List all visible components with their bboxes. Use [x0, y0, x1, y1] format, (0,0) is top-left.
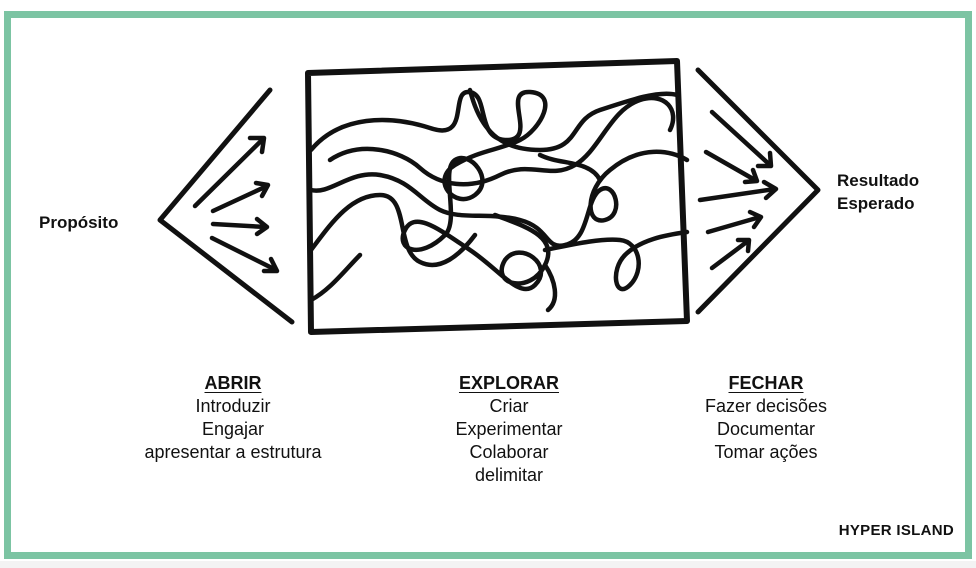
- bottom-strip: [0, 561, 976, 568]
- phase-close-item: Documentar: [716, 419, 816, 439]
- phase-explore-item: delimitar: [474, 465, 544, 485]
- diagram-frame: [4, 11, 972, 559]
- explore-scribble: [308, 87, 690, 313]
- phase-explore-title: EXPLORAR: [458, 373, 559, 393]
- phase-explore-item: Colaborar: [469, 442, 549, 462]
- expected-result-label-line1: Resultado: [837, 171, 920, 190]
- phase-close-item: Fazer decisões: [704, 396, 828, 416]
- phase-open: ABRIR Introduzir Engajar apresentar a es…: [133, 372, 333, 464]
- diverging-arrows: [192, 135, 280, 274]
- phase-close-title: FECHAR: [728, 373, 804, 393]
- explore-box: [305, 58, 690, 335]
- phase-open-title: ABRIR: [204, 373, 262, 393]
- phase-close: FECHAR Fazer decisões Documentar Tomar a…: [686, 372, 846, 464]
- open-chevron: [157, 87, 295, 325]
- expected-result-label-line2: Esperado: [837, 194, 915, 213]
- close-chevron: [695, 67, 821, 315]
- hyper-island-logo: HYPER ISLAND: [838, 522, 954, 539]
- phase-close-item: Tomar ações: [714, 442, 818, 462]
- converging-arrows: [697, 109, 779, 271]
- phase-open-item: Introduzir: [195, 396, 271, 416]
- phase-open-item: apresentar a estrutura: [144, 442, 322, 462]
- phase-explore-item: Criar: [489, 396, 529, 416]
- phase-explore: EXPLORAR Criar Experimentar Colaborar de…: [429, 372, 589, 487]
- phase-open-item: Engajar: [201, 419, 265, 439]
- phase-explore-item: Experimentar: [455, 419, 563, 439]
- purpose-label: Propósito: [39, 213, 119, 232]
